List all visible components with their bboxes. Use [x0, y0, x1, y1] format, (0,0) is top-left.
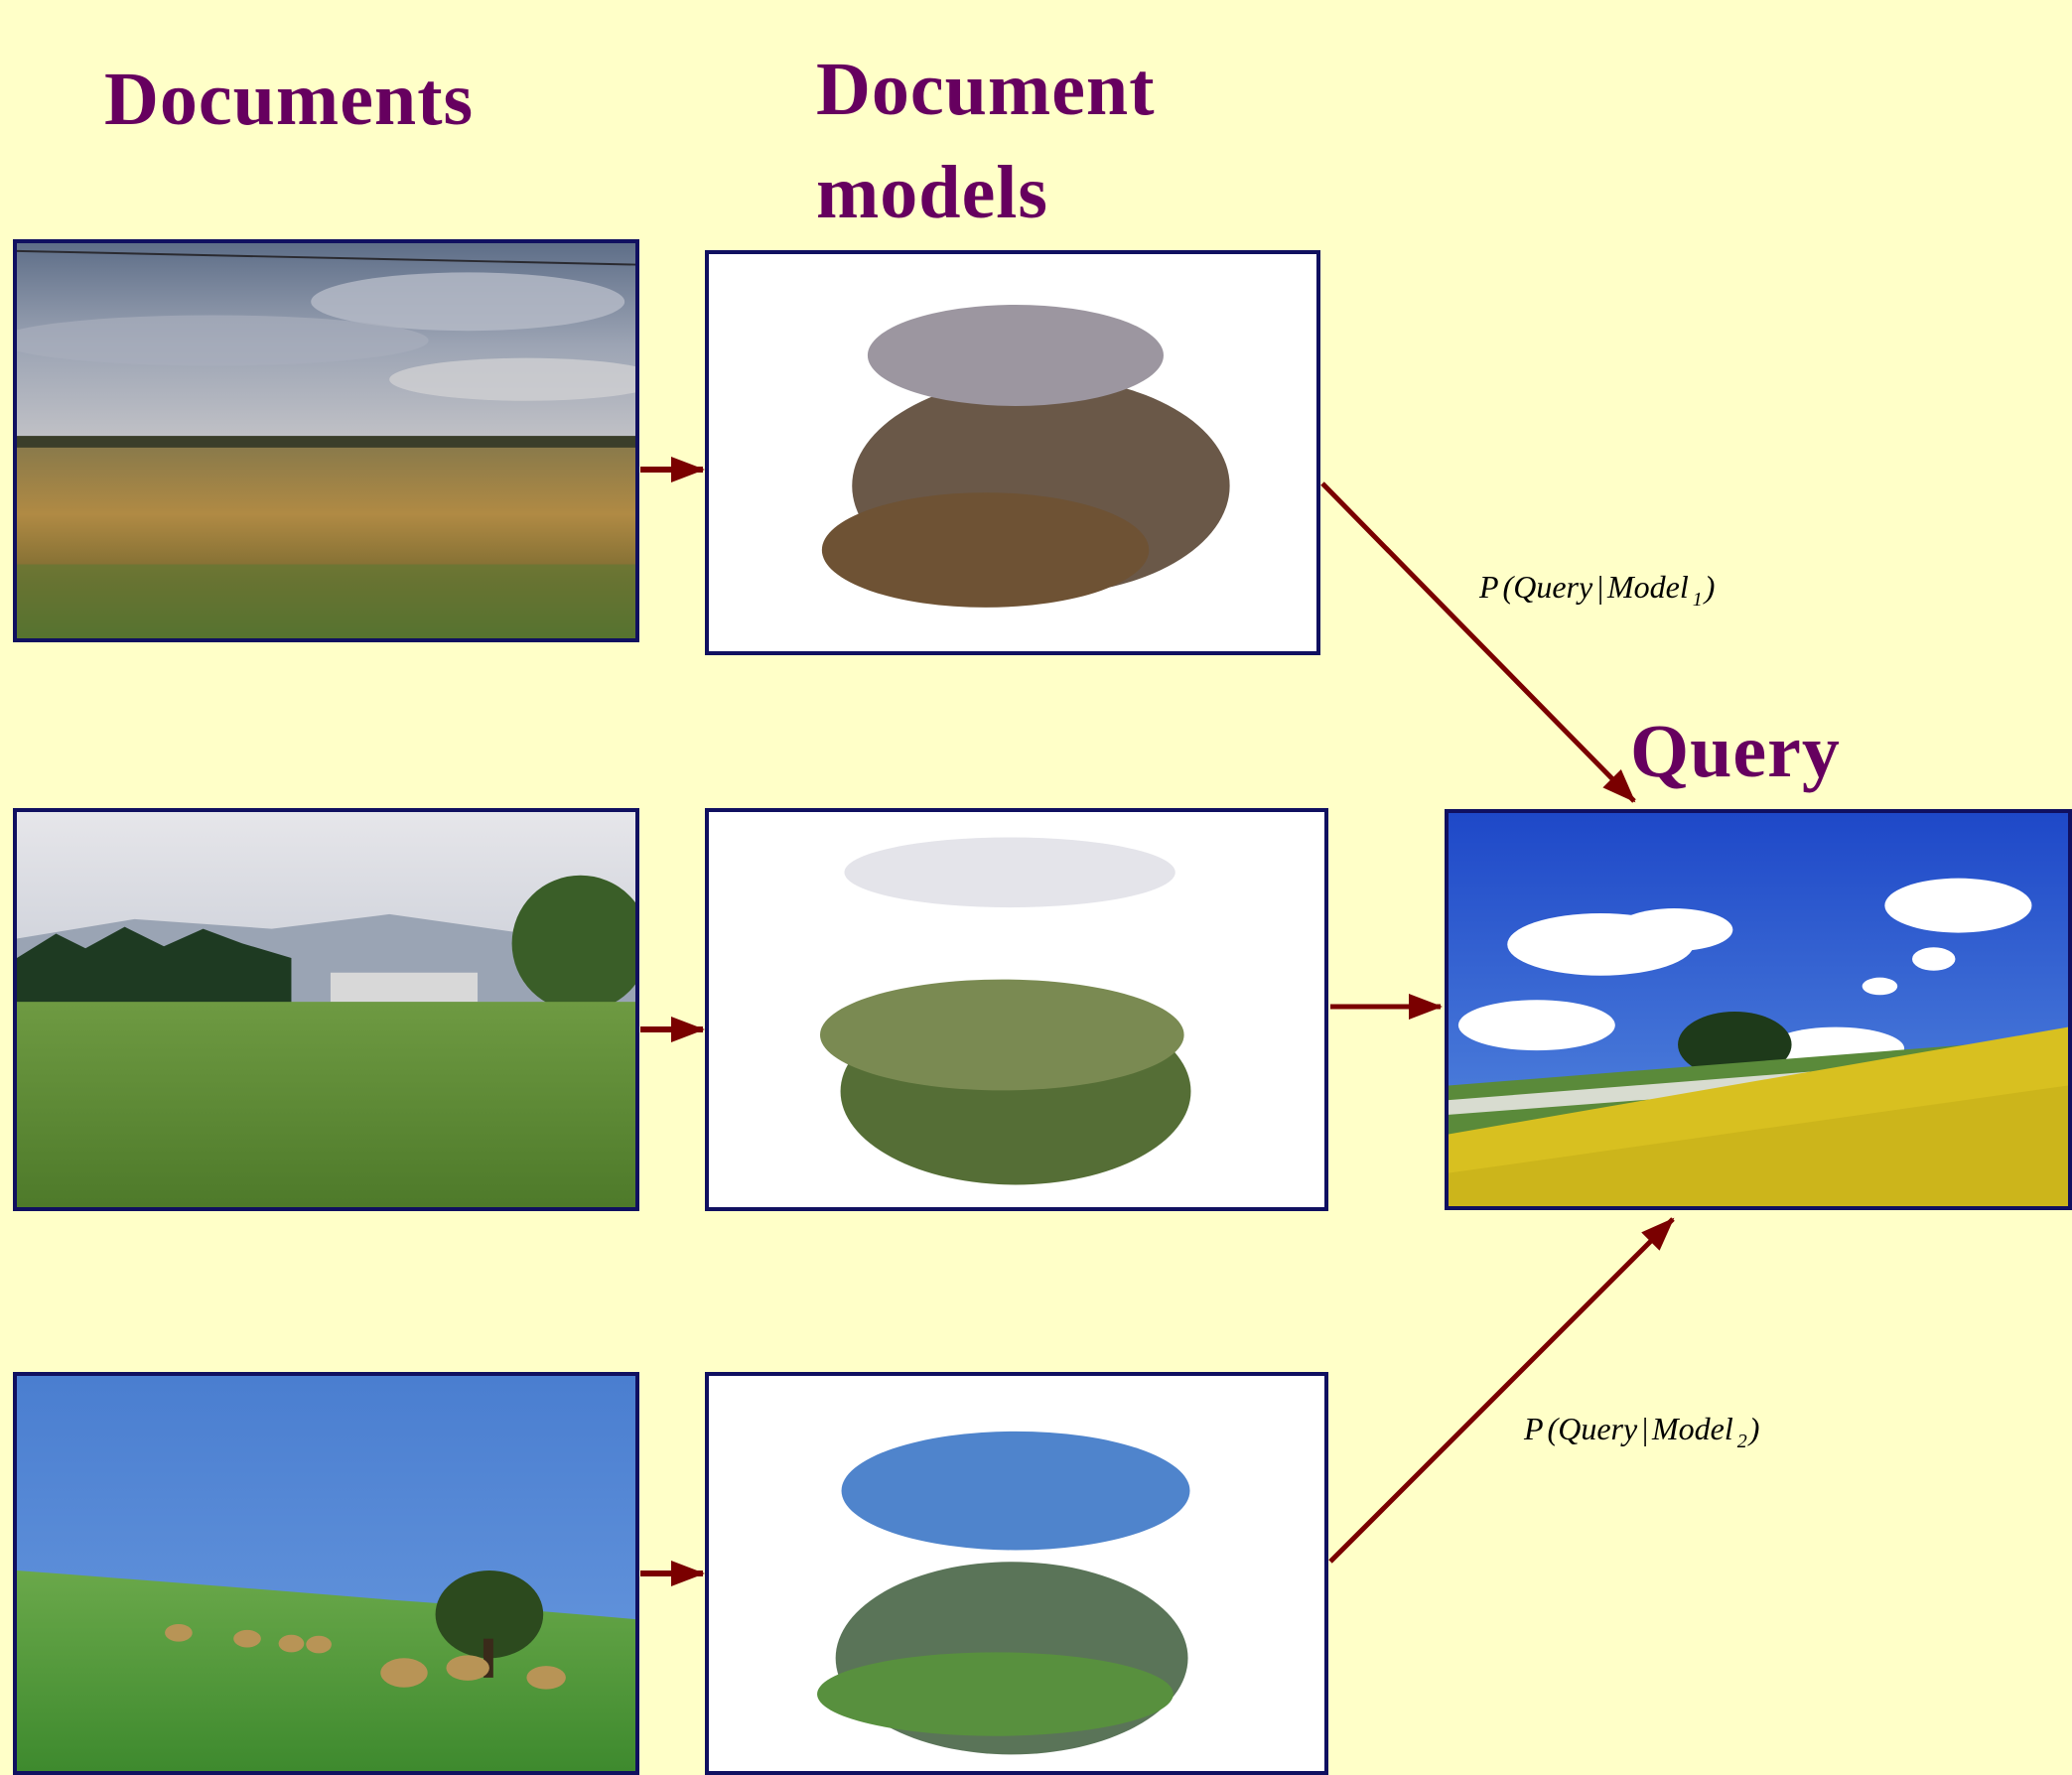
- model-2-ellipses: [819, 837, 1191, 1185]
- document-photo-3: [13, 1372, 639, 1775]
- model3-to-query-arrow: [1328, 1217, 1675, 1564]
- documents-heading: Documents: [104, 58, 475, 141]
- model-1-ellipse-grass: [821, 492, 1150, 608]
- model-3-ellipse-sky: [841, 1431, 1190, 1551]
- document-model-2: [705, 808, 1328, 1211]
- document-photo-1: [13, 239, 639, 642]
- model-1-ellipse-sky: [867, 304, 1164, 406]
- document-model-3: [705, 1372, 1328, 1775]
- model-2-ellipse-sky: [844, 837, 1175, 908]
- model-1-ellipses: [821, 304, 1230, 608]
- model-2-ellipse-grass: [819, 979, 1184, 1091]
- grassland-image: [17, 243, 635, 638]
- query-heading: Query: [1630, 710, 1841, 793]
- model-3-ellipses: [817, 1431, 1190, 1755]
- query-photo: [1445, 809, 2072, 1210]
- rapeseed-field-image: [1449, 813, 2068, 1206]
- document-photo-2: [13, 808, 639, 1211]
- document-model-1: [705, 250, 1320, 655]
- model1-to-query-arrow: [1320, 481, 1636, 803]
- model-3-ellipse-grass: [817, 1652, 1174, 1736]
- lawn-image: [17, 812, 635, 1207]
- hillside-image: [17, 1376, 635, 1771]
- document-models-heading: Document models: [816, 48, 1156, 234]
